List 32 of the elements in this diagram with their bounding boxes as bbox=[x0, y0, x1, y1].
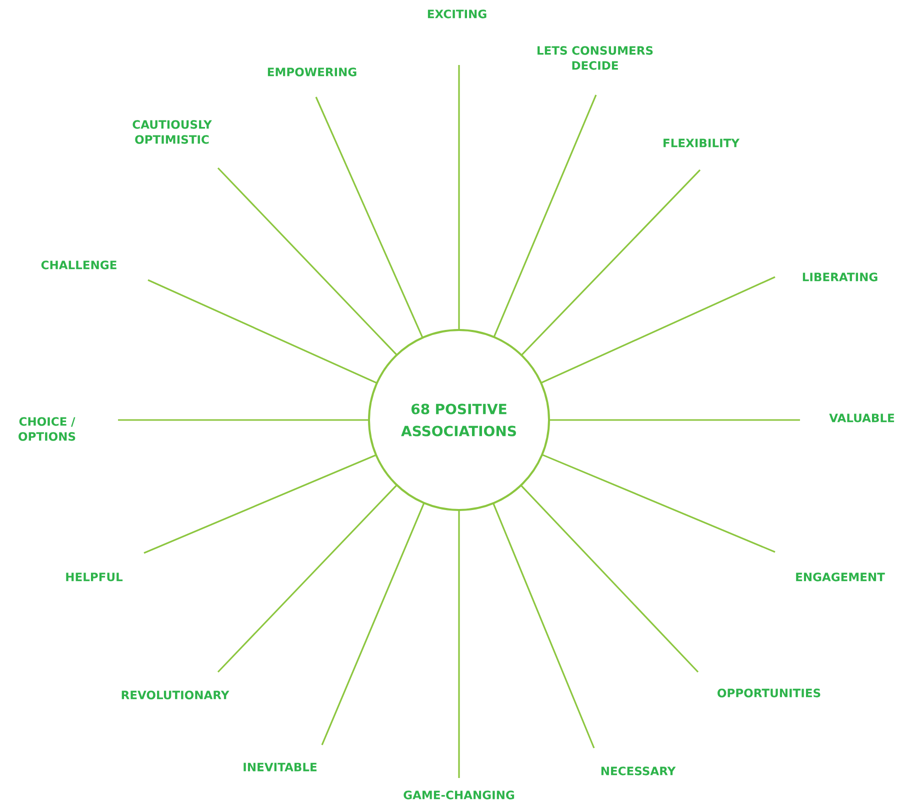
label-text: ENGAGEMENT bbox=[796, 572, 885, 582]
connector-line bbox=[321, 502, 425, 746]
connector-line bbox=[118, 419, 369, 421]
label-text: NECESSARY bbox=[601, 766, 676, 776]
label-text: HELPFUL bbox=[66, 572, 123, 582]
label-text: INEVITABLE bbox=[244, 762, 317, 772]
label-text: LETS CONSUMERS DECIDE bbox=[538, 46, 653, 70]
connector-line bbox=[315, 96, 424, 338]
connector-line bbox=[217, 167, 398, 356]
label-text: CHALLENGE bbox=[41, 260, 116, 270]
label-text: VALUABLE bbox=[829, 414, 894, 422]
label-text: OPPORTUNITIES bbox=[718, 688, 820, 698]
connector-line bbox=[492, 502, 595, 748]
label-text: GAME-CHANGING bbox=[404, 790, 514, 800]
connector-line bbox=[458, 510, 460, 778]
label-text: LIBERATING bbox=[802, 272, 878, 282]
connector-line bbox=[549, 419, 800, 421]
connector-line bbox=[493, 94, 597, 338]
connector-line bbox=[540, 276, 776, 384]
label-text: FLEXIBILITY bbox=[664, 138, 740, 148]
label-text: CAUTIOUSLY OPTIMISTIC bbox=[132, 120, 212, 144]
connector-line bbox=[542, 454, 776, 553]
connector-line bbox=[144, 454, 376, 554]
connector-line bbox=[217, 484, 398, 673]
label-text: CHOICE / OPTIONS bbox=[18, 417, 76, 441]
connector-line bbox=[148, 279, 378, 384]
connector-line bbox=[520, 169, 701, 356]
connector-line bbox=[458, 65, 460, 330]
label-text: EXCITING bbox=[428, 10, 486, 18]
connector-line bbox=[520, 484, 699, 673]
label-text: REVOLUTIONARY bbox=[122, 690, 230, 700]
label-text: EMPOWERING bbox=[268, 68, 356, 76]
